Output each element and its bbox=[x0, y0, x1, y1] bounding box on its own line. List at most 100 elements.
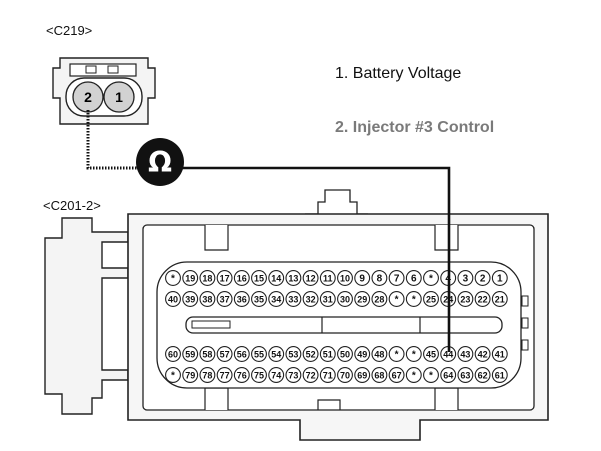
c201-2-pin-label: 2 bbox=[480, 274, 486, 285]
c201-2-pin bbox=[233, 291, 250, 307]
c201-2-pin bbox=[457, 367, 474, 383]
c201-2-pin-label: 53 bbox=[288, 350, 298, 360]
c201-2-pin bbox=[354, 270, 371, 286]
c201-2-pin-label: 67 bbox=[392, 371, 402, 381]
c201-2-pin bbox=[251, 270, 267, 286]
c201-2-pin-label: 51 bbox=[323, 350, 333, 360]
c201-2-pin-label: 58 bbox=[202, 350, 212, 360]
c201-2-pin bbox=[216, 291, 233, 307]
c201-2-pin bbox=[354, 291, 371, 307]
connector-c219: 2 1 bbox=[52, 57, 156, 125]
c201-2-pin-label: 39 bbox=[185, 295, 195, 305]
c201-2-pin bbox=[388, 346, 405, 362]
c201-2-pin bbox=[423, 291, 439, 307]
c201-2-pin bbox=[182, 270, 199, 286]
c201-2-pin bbox=[337, 270, 353, 286]
legend-injector-control: 2. Injector #3 Control bbox=[335, 119, 494, 136]
c201-2-pin bbox=[199, 346, 216, 362]
c201-2-pin-label: 78 bbox=[202, 371, 212, 381]
c201-2-pin-label: 74 bbox=[271, 371, 281, 381]
c201-2-pin bbox=[182, 291, 199, 307]
c201-2-pin-label: 57 bbox=[220, 350, 230, 360]
c201-2-pin bbox=[319, 367, 336, 383]
c201-2-pin-label: 17 bbox=[220, 274, 230, 284]
c201-2-pin bbox=[423, 367, 439, 383]
c201-2-pin-label: 72 bbox=[306, 371, 316, 381]
c201-2-pin-label: 52 bbox=[306, 350, 316, 360]
c201-2-pin bbox=[165, 270, 181, 286]
c201-2-pin bbox=[457, 270, 474, 286]
c201-2-pin-label: * bbox=[171, 274, 175, 285]
c201-2-pin-label: 16 bbox=[237, 274, 247, 284]
c201-2-pin bbox=[199, 291, 216, 307]
c201-2-pin bbox=[491, 291, 508, 307]
c201-2-pin-label: * bbox=[412, 350, 416, 361]
c201-2-pin-label: 3 bbox=[463, 274, 469, 285]
c201-2-pin bbox=[268, 291, 285, 307]
c201-2-pin bbox=[474, 270, 491, 286]
c219-pin-2-label: 2 bbox=[84, 89, 92, 105]
c201-2-pin-label: 40 bbox=[168, 295, 178, 305]
connector-c219-label: <C219> bbox=[46, 23, 92, 38]
c201-2-pin-label: 77 bbox=[220, 371, 230, 381]
c201-2-pin-label: 37 bbox=[220, 295, 230, 305]
c201-2-pin-label: 23 bbox=[460, 295, 470, 305]
c201-2-pin-label: 63 bbox=[460, 371, 470, 381]
c201-2-pin-label: 11 bbox=[323, 274, 333, 284]
c201-2-pin-label: 70 bbox=[340, 371, 350, 381]
c201-2-pin bbox=[371, 367, 388, 383]
c201-2-pin bbox=[354, 346, 371, 362]
c201-2-pin-label: 60 bbox=[168, 350, 178, 360]
c201-2-pin bbox=[371, 346, 388, 362]
c201-2-pin-label: 30 bbox=[340, 295, 350, 305]
c201-2-pin bbox=[285, 346, 302, 362]
lead-c201-2-pin44 bbox=[182, 166, 451, 352]
c201-2-pin-label: 61 bbox=[495, 371, 505, 381]
c201-2-pin-label: 75 bbox=[254, 371, 264, 381]
ohmmeter: Ω bbox=[136, 138, 184, 186]
c201-2-pin-label: 31 bbox=[323, 295, 333, 305]
c201-2-pin bbox=[199, 367, 216, 383]
c201-2-pin bbox=[302, 291, 319, 307]
c201-2-pin bbox=[319, 270, 336, 286]
c201-2-pin-label: 50 bbox=[340, 350, 350, 360]
c201-2-pin bbox=[474, 291, 491, 307]
c201-2-pin-label: 34 bbox=[271, 295, 281, 305]
c201-2-pin-label: 69 bbox=[357, 371, 367, 381]
c201-2-pin bbox=[302, 270, 319, 286]
c201-2-pin-label: 14 bbox=[271, 274, 281, 284]
c201-2-pin bbox=[423, 346, 439, 362]
c201-2-pin bbox=[199, 270, 216, 286]
c201-2-pin bbox=[388, 291, 405, 307]
c201-2-pin bbox=[302, 367, 319, 383]
c201-2-pin bbox=[405, 291, 422, 307]
c201-2-pin bbox=[268, 346, 285, 362]
c201-2-pin-label: 7 bbox=[394, 274, 400, 285]
c201-2-pin bbox=[182, 346, 199, 362]
c201-2-pin bbox=[388, 367, 405, 383]
c201-2-pin bbox=[474, 367, 491, 383]
c201-2-pin-label: 68 bbox=[374, 371, 384, 381]
c201-2-pin-label: 9 bbox=[359, 274, 365, 285]
c201-2-pin bbox=[182, 367, 199, 383]
c219-pin-2 bbox=[72, 81, 104, 113]
c201-2-pin-label: 56 bbox=[237, 350, 247, 360]
c201-2-pin-label: 12 bbox=[306, 274, 316, 284]
c201-2-pin-label: 28 bbox=[374, 295, 384, 305]
c201-2-pin-label: 36 bbox=[237, 295, 247, 305]
c201-2-pin-label: 64 bbox=[443, 371, 453, 381]
c201-2-pin-label: 35 bbox=[254, 295, 264, 305]
c201-2-pin-label: 32 bbox=[306, 295, 316, 305]
c201-2-pin bbox=[405, 270, 422, 286]
c201-2-pin-label: 73 bbox=[288, 371, 298, 381]
c201-2-pin-label: * bbox=[395, 350, 399, 361]
test-leads bbox=[86, 110, 451, 352]
legend-battery-voltage: 1. Battery Voltage bbox=[335, 65, 461, 82]
c201-2-pin-label: * bbox=[429, 371, 433, 382]
c201-2-pin-label: 71 bbox=[323, 371, 333, 381]
c201-2-pin bbox=[165, 346, 181, 362]
c201-2-pin bbox=[268, 367, 285, 383]
c201-2-pin bbox=[457, 291, 474, 307]
lead-c219-pin2 bbox=[86, 110, 140, 170]
